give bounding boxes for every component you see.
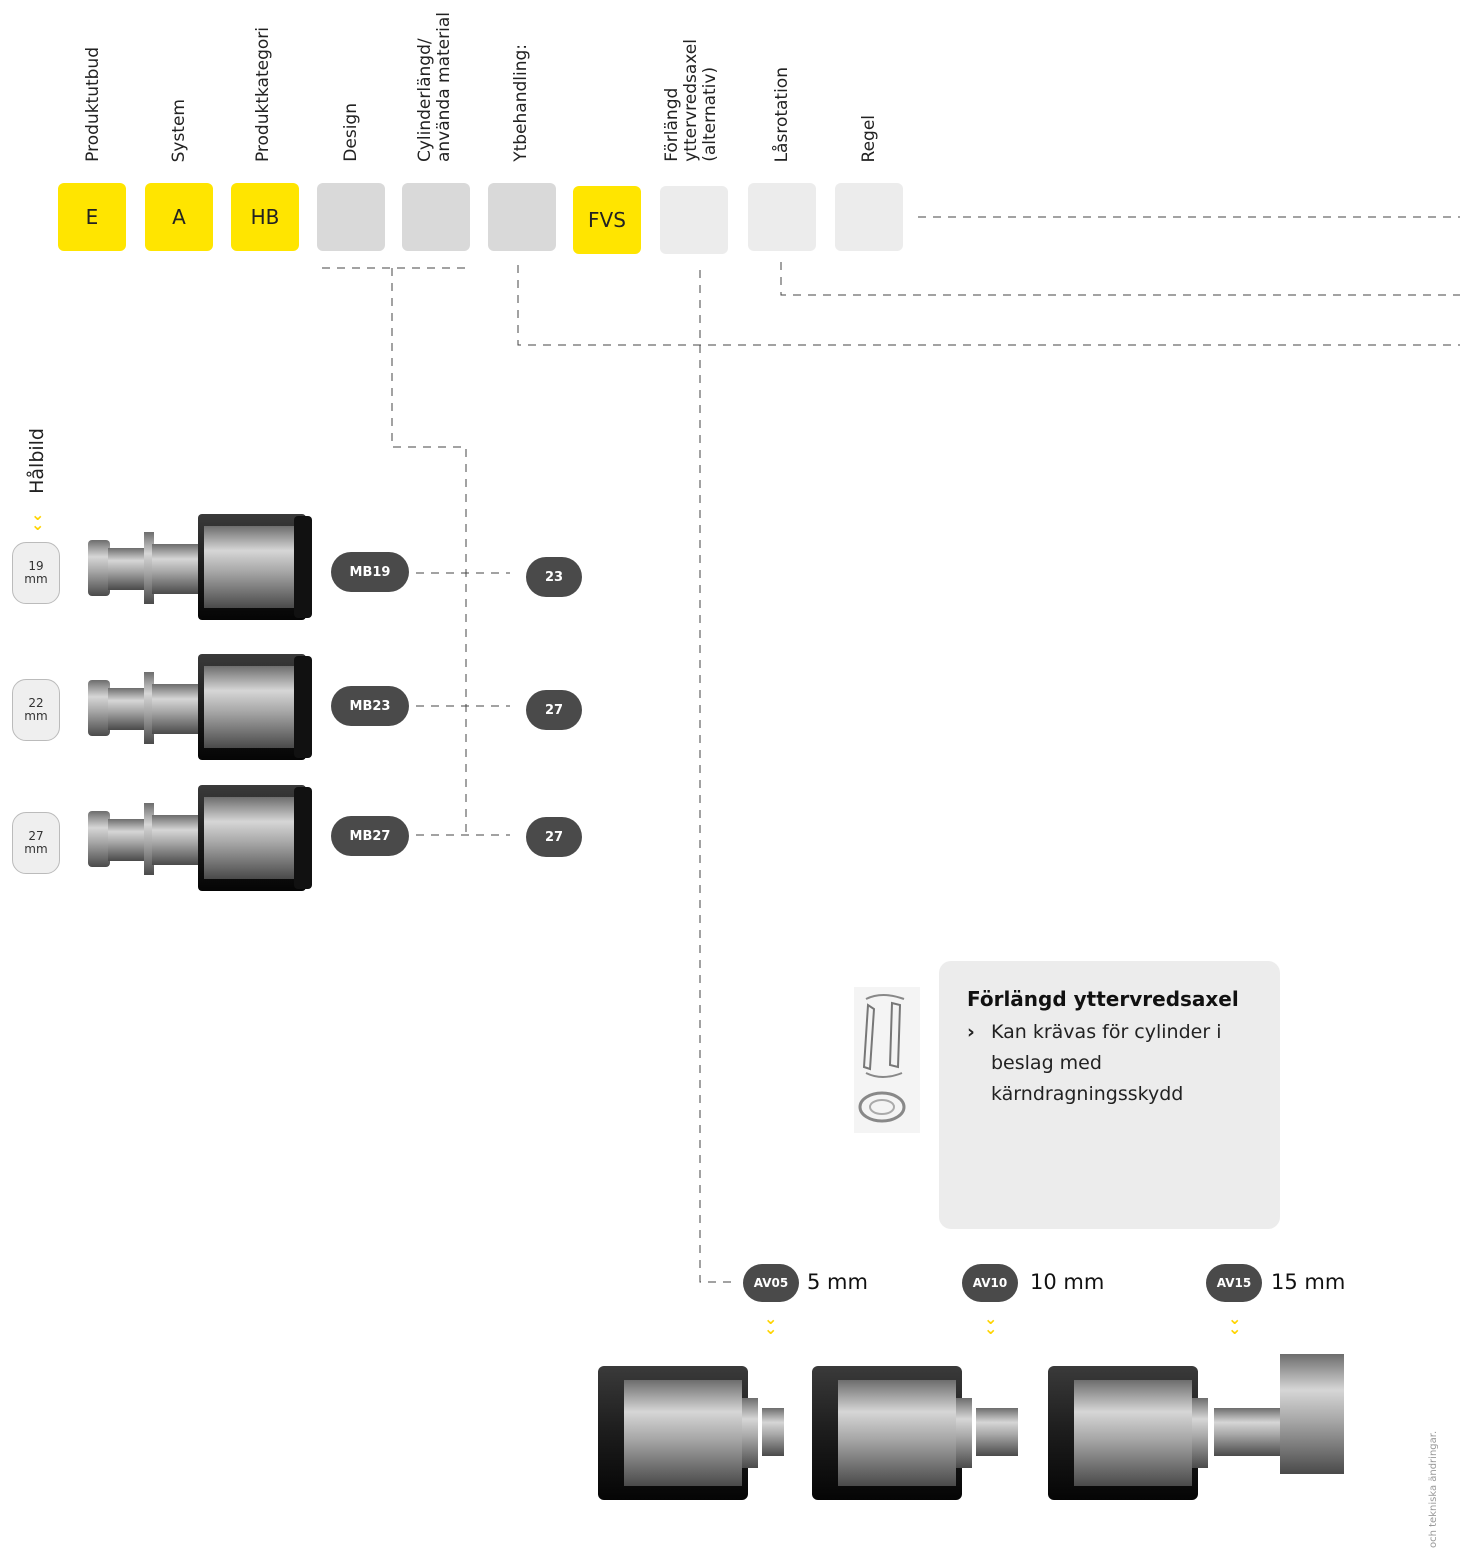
double-chevron-down-icon: ⌄⌄ [764,1309,778,1338]
code-box-regel [835,183,903,251]
hole-size-unit: mm [24,709,48,723]
length-pill-27: 27 [526,690,582,730]
hole-size-unit: mm [24,842,48,856]
cylinder-image-av05 [598,1366,784,1500]
extension-pill-av10: AV10 [962,1264,1018,1302]
extension-pill-av05: AV05 [743,1264,799,1302]
cylinder-image-av10 [812,1366,1018,1500]
extension-length-15: 15 mm [1271,1270,1346,1294]
hole-size-value: 27 [28,829,44,843]
spindle-image [854,987,920,1133]
hole-size-badge-27: 27 mm [12,812,60,874]
length-pill-27: 27 [526,817,582,857]
hole-size-badge-19: 19 mm [12,542,60,604]
extension-length-10: 10 mm [1030,1270,1105,1294]
double-chevron-down-icon: ⌄⌄ [31,505,45,534]
cylinder-image-av15 [1048,1354,1344,1500]
extension-pill-av15: AV15 [1206,1264,1262,1302]
cylinder-image-mb19 [88,514,312,620]
code-box-design [317,183,385,251]
cylinder-image-mb27 [88,785,312,891]
model-pill-mb27: MB27 [331,816,409,856]
code-box-lasrotation [748,183,816,251]
double-chevron-down-icon: ⌄⌄ [1228,1309,1242,1338]
hole-size-value: 19 [28,559,44,573]
halbild-label: Hålbild [26,428,48,494]
code-box-ytbehandling [488,183,556,251]
code-box-produktkategori: HB [231,183,299,251]
extension-length-5: 5 mm [807,1270,868,1294]
footnote: och tekniska ändringar. [1428,1430,1439,1548]
code-box-forlangd [660,186,728,254]
info-panel-title: Förlängd yttervredsaxel [967,987,1239,1011]
length-pill-23: 23 [526,557,582,597]
chevron-right-icon: › [967,1021,975,1043]
hole-size-badge-22: 22 mm [12,679,60,741]
double-chevron-down-icon: ⌄⌄ [984,1309,998,1338]
code-box-system: A [145,183,213,251]
cylinder-image-mb23 [88,654,312,760]
hole-size-value: 22 [28,696,44,710]
code-box-produktutbud: E [58,183,126,251]
hole-size-unit: mm [24,572,48,586]
code-box-fvs: FVS [573,186,641,254]
model-pill-mb23: MB23 [331,686,409,726]
info-panel: Förlängd yttervredsaxel › Kan krävas för… [939,961,1280,1229]
code-box-cylinderlangd [402,183,470,251]
model-pill-mb19: MB19 [331,552,409,592]
info-panel-bullet: Kan krävas för cylinder i beslag med kär… [991,1021,1222,1105]
